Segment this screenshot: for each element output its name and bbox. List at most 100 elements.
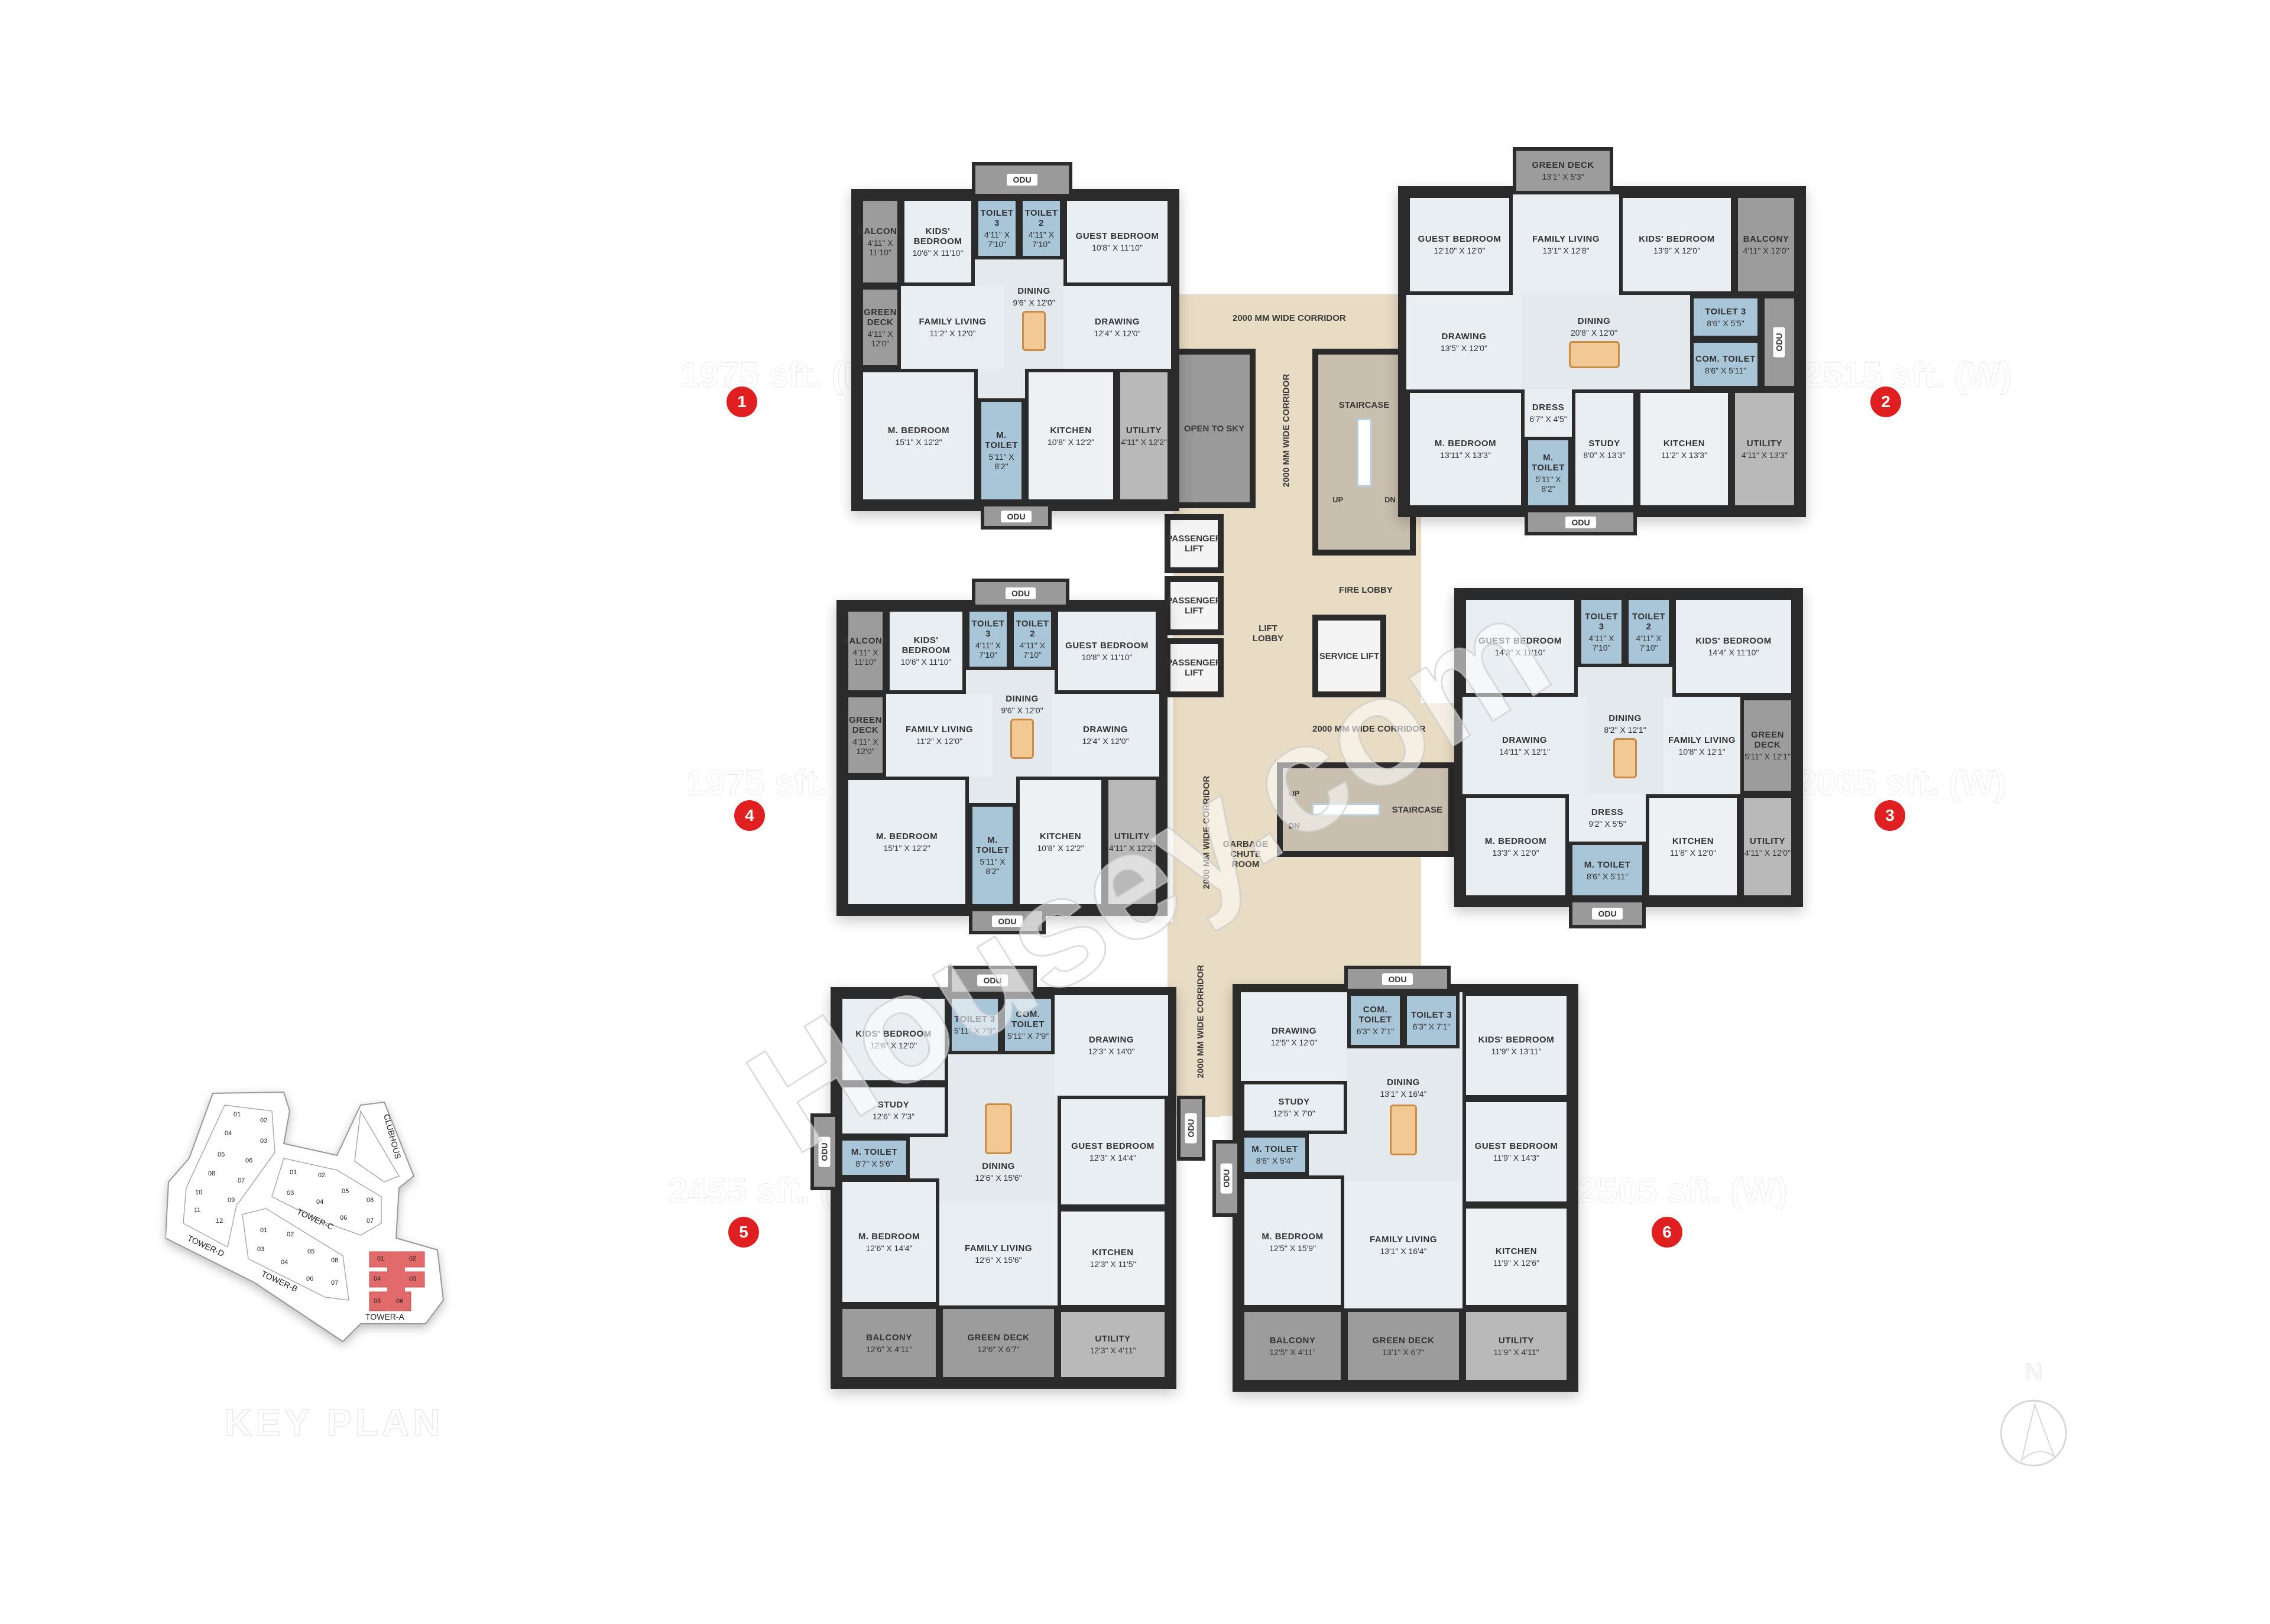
tower-c-unit: 04 xyxy=(316,1198,324,1206)
room-dimension: 4'11" X 7'10" xyxy=(1636,633,1662,652)
tower-d-unit: 02 xyxy=(260,1117,268,1124)
room-name: TOILET 2 xyxy=(1016,619,1049,639)
room-dimension: 8'2" X 12'1" xyxy=(1604,725,1646,735)
odu-label: ODU xyxy=(1382,973,1413,985)
tower-d-unit: 01 xyxy=(234,1111,241,1118)
room-dimension: 13'1" X 16'4" xyxy=(1380,1089,1427,1099)
room-dimension: 12'6" X 15'6" xyxy=(975,1255,1022,1265)
unit-marker-4[interactable]: 4 xyxy=(734,800,765,831)
key-plan: CLUBHOUS TOWER-D TOWER-C TOWER-B TOWER-A… xyxy=(166,1087,473,1454)
unit-marker-6[interactable]: 6 xyxy=(1652,1217,1682,1248)
unit-area-label: 2505 sft. (W) xyxy=(1578,1171,1788,1211)
room-dimension: 11'2" X 12'0" xyxy=(929,329,976,338)
room-name: DRAWING xyxy=(1089,1035,1134,1045)
odu-label: ODU xyxy=(1592,908,1623,920)
room-name: KITCHEN xyxy=(1672,836,1714,846)
room-name: GUEST BEDROOM xyxy=(1474,1141,1558,1151)
service-lift: SERVICE LIFT xyxy=(1312,615,1386,697)
odu: ODU xyxy=(969,908,1046,934)
odu: ODU xyxy=(1177,1096,1205,1161)
room-name: M. TOILET xyxy=(975,835,1010,855)
tower-d-unit: 06 xyxy=(245,1157,253,1164)
room-dimension: 6'7" X 4'5" xyxy=(1529,414,1567,424)
tower-b-unit: 05 xyxy=(307,1248,315,1255)
room-dimension: 4'11" X 7'10" xyxy=(1588,633,1614,652)
room-dimension: 11'2" X 13'3" xyxy=(1661,450,1708,460)
tower-d-unit: 03 xyxy=(260,1138,268,1145)
service-lift-label: SERVICE LIFT xyxy=(1319,651,1380,661)
room-dimension: 13'1" X 12'8" xyxy=(1542,246,1590,255)
unit-marker-2[interactable]: 2 xyxy=(1870,386,1901,417)
compass-arrow-icon xyxy=(2000,1399,2067,1467)
room-dimension: 4'11" X 12'0" xyxy=(852,736,878,756)
unit-area-label: 2065 sft. (W) xyxy=(1796,763,2006,803)
dining-table xyxy=(1390,1105,1417,1155)
room-dimension: 10'6" X 11'10" xyxy=(900,657,952,667)
odu: ODU xyxy=(1761,295,1798,389)
room-name: STUDY xyxy=(877,1100,910,1110)
unit-marker-3[interactable]: 3 xyxy=(1875,800,1905,831)
room-name: UTILITY xyxy=(1126,425,1162,436)
room-name: COM. TOILET xyxy=(1011,1009,1045,1029)
tower-d-unit: 05 xyxy=(218,1151,225,1158)
unit-marker-5[interactable]: 5 xyxy=(728,1217,759,1248)
odu-label: ODU xyxy=(1565,516,1596,528)
dining-table xyxy=(985,1103,1012,1154)
room-dimension: 9'6" X 12'0" xyxy=(1013,298,1055,307)
odu: ODU xyxy=(1212,1140,1241,1217)
room-name: FAMILY LIVING xyxy=(1369,1234,1438,1245)
site-outline-icon xyxy=(166,1091,445,1343)
room-dimension: 8'6" X 5'11" xyxy=(1704,365,1747,375)
room-name: BALCONY xyxy=(1269,1335,1316,1346)
room-dimension: 8'7" X 5'6" xyxy=(855,1159,893,1168)
dining-table xyxy=(1568,341,1620,368)
room-dimension: 11'9" X 14'3" xyxy=(1493,1153,1540,1162)
room-dimension: 12'5" X 15'9" xyxy=(1269,1243,1316,1253)
room-dimension: 15'1" X 12'2" xyxy=(883,843,930,853)
room-dimension: 4'11" X 11'10" xyxy=(867,238,893,257)
room-dimension: 8'6" X 5'5" xyxy=(1707,318,1744,328)
tower-a-unit: 06 xyxy=(396,1298,404,1305)
fire-lobby-label: FIRE LOBBY xyxy=(1339,585,1393,595)
unit-marker-1[interactable]: 1 xyxy=(727,386,757,417)
room-dimension: 5'11" X 12'1" xyxy=(1744,752,1791,761)
room-dimension: 12'4" X 12'0" xyxy=(1082,736,1129,746)
room-name: KITCHEN xyxy=(1050,425,1092,436)
tower-c-unit: 08 xyxy=(367,1197,374,1204)
dining-table xyxy=(1613,738,1637,778)
room-name: COM. TOILET xyxy=(1358,1005,1392,1025)
odu-label: ODU xyxy=(1001,510,1032,522)
tower-c-unit: 01 xyxy=(290,1169,297,1176)
room-name: DRAWING xyxy=(1083,725,1128,735)
odu-label: ODU xyxy=(977,975,1008,986)
staircase-lower-label: STAIRCASE xyxy=(1392,804,1443,815)
room-name: GREEN DECK xyxy=(864,307,897,327)
room-dimension: 12'3" X 11'5" xyxy=(1089,1259,1136,1269)
tower-d-unit: 12 xyxy=(216,1217,223,1225)
passenger-lift-3: PASSENGER LIFT xyxy=(1165,638,1224,697)
